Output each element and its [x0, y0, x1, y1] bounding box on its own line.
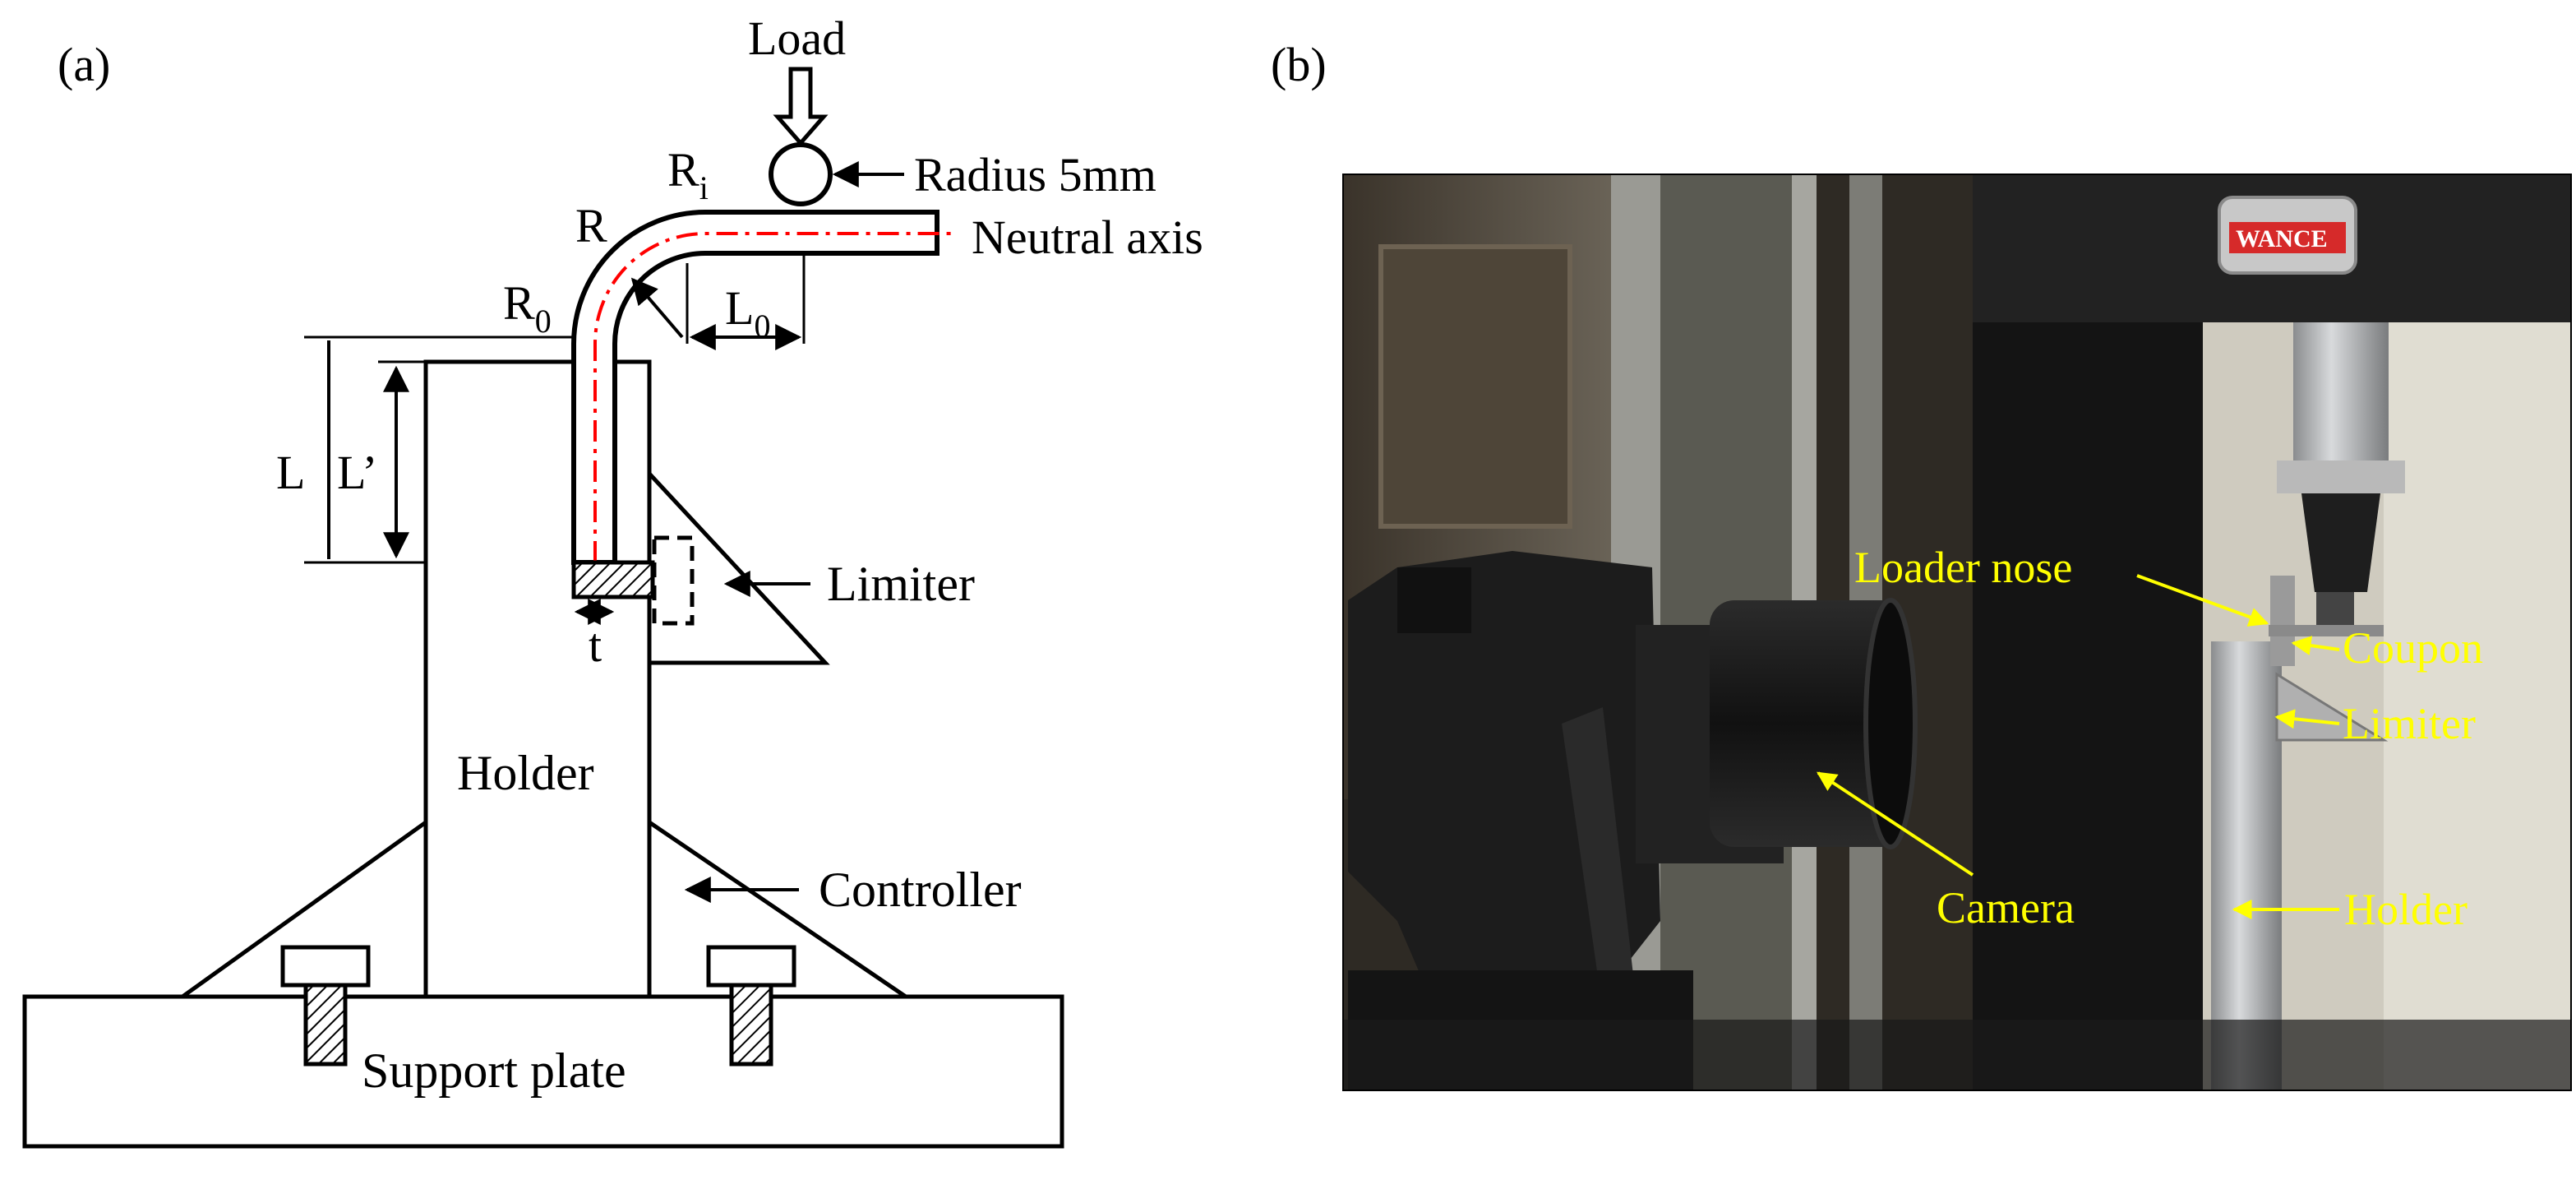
- neutral-axis-label: Neutral axis: [972, 211, 1203, 264]
- ri-label: Ri: [667, 143, 709, 206]
- panel-b-label: (b): [1271, 38, 1327, 91]
- support-plate: [22, 994, 1064, 1149]
- coupon-pointer: [2291, 636, 2340, 655]
- loader-nose-pointer: [2136, 574, 2269, 627]
- l-label: L: [276, 446, 305, 499]
- svg-text:L0: L0: [725, 281, 770, 345]
- r0-label: R0: [503, 276, 552, 340]
- coupon-end: [571, 560, 655, 599]
- limiter-label: Limiter: [827, 557, 975, 611]
- ri-sub: i: [699, 169, 709, 206]
- l0-label: L0: [725, 281, 770, 345]
- ri-base: R: [667, 143, 699, 197]
- r0-sub: 0: [535, 303, 552, 340]
- panel-b: (b) WANCE: [1271, 38, 2572, 1091]
- panel-a-label: (a): [58, 38, 110, 91]
- radius-label: Radius 5mm: [914, 148, 1156, 201]
- loader-nose-label: Loader nose: [1854, 543, 2072, 592]
- limiter-gap: [652, 535, 695, 626]
- load-arrow: [773, 67, 829, 146]
- l-prime-label: L’: [337, 446, 377, 499]
- t-label: t: [589, 618, 602, 672]
- brand-text: WANCE: [2236, 225, 2328, 252]
- bolt-left: [280, 945, 371, 1067]
- load-label: Load: [748, 12, 846, 65]
- limiter-photo-label: Limiter: [2343, 699, 2476, 748]
- holder-photo-label: Holder: [2344, 885, 2468, 934]
- coupon-label: Coupon: [2343, 623, 2483, 673]
- support-plate-label: Support plate: [362, 1043, 626, 1098]
- l0-base: L: [725, 281, 754, 335]
- r0-base: R: [503, 276, 535, 330]
- camera-pointer: [1816, 771, 1974, 877]
- limiter: [647, 468, 830, 665]
- limiter-photo-pointer: [2274, 709, 2340, 729]
- svg-text:R0: R0: [503, 276, 552, 340]
- l0-sub: 0: [754, 308, 770, 345]
- photo: WANCE: [1342, 174, 2572, 1091]
- svg-text:Ri: Ri: [667, 143, 709, 206]
- coupon: [571, 210, 939, 565]
- bend-radius-arrow: [630, 277, 684, 339]
- holder-post: [2211, 641, 2282, 1090]
- r-label: R: [575, 199, 607, 252]
- neutral-axis: [593, 232, 953, 562]
- holder-label: Holder: [457, 746, 594, 800]
- bolt-right: [706, 945, 796, 1067]
- annotations: Loader nose Coupon Limiter Camera Holder: [1816, 543, 2483, 934]
- controller-label: Controller: [819, 863, 1022, 917]
- loading-roller: [769, 142, 833, 206]
- panel-a: (a) Support plate Holder Loa: [22, 12, 1203, 1149]
- camera-label: Camera: [1937, 883, 2075, 932]
